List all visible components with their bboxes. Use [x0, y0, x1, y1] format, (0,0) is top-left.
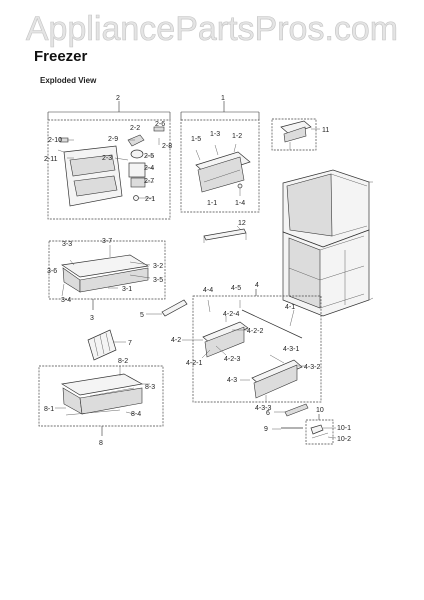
page-subtitle: Exploded View	[40, 76, 97, 85]
label-5: 5	[140, 312, 144, 319]
upper-drawer-box	[180, 119, 260, 213]
part-11-group: 11	[271, 118, 329, 151]
part-7-group: 7	[87, 329, 132, 361]
label-2-9: 2-9	[108, 136, 118, 143]
part-6-group: 6	[266, 403, 309, 417]
label-4-1: 4-1	[285, 304, 295, 311]
label-3-3: 3-3	[62, 241, 72, 248]
label-2-11: 2-11	[44, 156, 58, 163]
label-1-3: 1-3	[210, 131, 220, 138]
label-12: 12	[238, 220, 246, 227]
label-1-1: 1-1	[207, 200, 217, 207]
label-4-2: 4-2	[171, 337, 181, 344]
part-5	[161, 299, 188, 317]
label-4-2-1: 4-2-1	[186, 360, 202, 367]
label-10: 10	[316, 407, 324, 414]
part-12-group: 12	[203, 220, 247, 243]
label-1: 1	[221, 95, 225, 102]
label-3-5: 3-5	[153, 277, 163, 284]
label-8-2: 8-2	[118, 358, 128, 365]
label-8-4: 8-4	[131, 411, 141, 418]
label-1-4: 1-4	[235, 200, 245, 207]
label-2-2: 2-2	[130, 125, 140, 132]
label-3-1: 3-1	[122, 286, 132, 293]
lower-drawer-part	[61, 254, 149, 278]
label-3: 3	[90, 315, 94, 322]
label-4-3: 4-3	[227, 377, 237, 384]
lower-drawer-box	[48, 240, 166, 300]
door-assembly-group: 2 2-10 2-11 2-2 2-6 2-9 2-8 2-3 2-5 2-4 …	[44, 95, 172, 220]
part-10-group: 10 9 10-1 10-2	[264, 407, 351, 445]
part-10	[310, 424, 324, 435]
label-2: 2	[116, 95, 120, 102]
page-title: Freezer	[34, 48, 88, 65]
basket-group: 8-2 8-3 8-1 8-4 8	[38, 358, 164, 447]
part-11-box	[271, 118, 317, 151]
inner-drawer-box	[192, 295, 322, 403]
lower-drawer-group: 3-3 3-7 3-6 3-2 3-5 3-1 3-4 3	[47, 238, 166, 322]
basket-box	[38, 365, 164, 427]
label-1-5: 1-5	[191, 136, 201, 143]
part-10-box	[305, 419, 334, 445]
label-9: 9	[264, 426, 268, 433]
label-8-3: 8-3	[145, 384, 155, 391]
part-5-group: 5	[140, 299, 188, 319]
part-12	[203, 228, 247, 241]
label-3-7: 3-7	[102, 238, 112, 245]
label-1-2: 1-2	[232, 133, 242, 140]
label-2-10: 2-10	[48, 137, 62, 144]
label-2-4: 2-4	[144, 165, 154, 172]
label-4-4: 4-4	[203, 287, 213, 294]
label-7: 7	[128, 340, 132, 347]
label-2-7: 2-7	[144, 178, 154, 185]
label-4-2-4: 4-2-4	[223, 311, 239, 318]
label-6: 6	[266, 410, 270, 417]
label-8: 8	[99, 440, 103, 447]
watermark-logo: AppliancePartsPros.com	[26, 10, 399, 48]
label-4-3-3: 4-3-3	[255, 405, 271, 412]
label-2-5: 2-5	[144, 153, 154, 160]
inner-drawer-group: 4-4 4-5 4 4-1 4-2-4 4-2-2 4-2 4-2-1 4-2-…	[171, 282, 322, 412]
part-6	[284, 403, 309, 417]
label-4-3-1: 4-3-1	[283, 346, 299, 353]
label-8-1: 8-1	[44, 406, 54, 413]
label-2-6: 2-6	[155, 121, 165, 128]
part-11	[280, 120, 312, 135]
label-4-2-2: 4-2-2	[247, 328, 263, 335]
watermark-text: AppliancePartsPros.com	[26, 10, 398, 48]
label-2-8: 2-8	[162, 143, 172, 150]
label-2-1: 2-1	[145, 196, 155, 203]
label-3-4: 3-4	[61, 297, 71, 304]
label-2-3: 2-3	[102, 155, 112, 162]
label-11: 11	[322, 127, 329, 134]
label-3-2: 3-2	[153, 263, 163, 270]
label-10-2: 10-2	[337, 436, 351, 443]
label-10-1: 10-1	[337, 425, 351, 432]
label-4-2-3: 4-2-3	[224, 356, 240, 363]
label-3-6: 3-6	[47, 268, 57, 275]
refrigerator-cabinet	[282, 169, 374, 317]
label-4-5: 4-5	[231, 285, 241, 292]
door-assembly-box	[47, 119, 171, 220]
label-4: 4	[255, 282, 259, 289]
label-4-3-2: 4-3-2	[304, 364, 320, 371]
upper-drawer-group: 1 1-5 1-3 1-2 1-1 1-4	[180, 95, 260, 213]
